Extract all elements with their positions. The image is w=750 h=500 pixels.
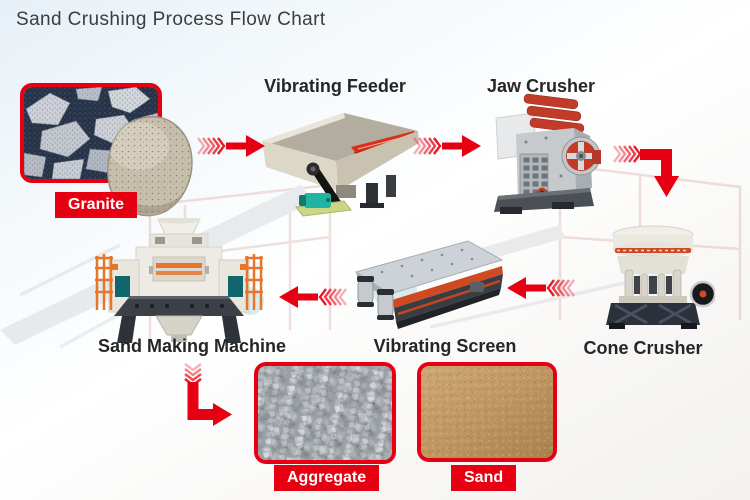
vibrating-feeder-illustration [262, 113, 419, 217]
granite-tag: Granite [55, 192, 138, 218]
aggregate-tag: Aggregate [274, 465, 380, 491]
sand-making-machine-illustration [95, 216, 263, 343]
granite-rock-image [103, 114, 195, 220]
sand-tag: Sand [451, 465, 517, 491]
aggregate-photo [254, 362, 396, 464]
sand-making-machine-image [92, 216, 267, 346]
arrow-sand-making-machine-to-products [177, 362, 233, 432]
jaw-crusher-image [486, 92, 606, 218]
sand-texture-image [421, 366, 553, 458]
arrow-feeder-to-jaw-crusher [412, 132, 482, 160]
jaw-crusher-illustration [494, 93, 601, 214]
arrow-screen-to-sand-making-machine [278, 283, 348, 311]
sand-making-machine-label: Sand Making Machine [97, 336, 287, 356]
vibrating-screen-image [352, 234, 510, 334]
arrow-granite-to-feeder [196, 132, 266, 160]
page-title: Sand Crushing Process Flow Chart [16, 9, 326, 30]
cone-crusher-label: Cone Crusher [583, 338, 703, 358]
corner-down-arrow-icon [613, 145, 679, 197]
right-arrow-icon [413, 135, 481, 157]
sand-photo [417, 362, 557, 462]
cone-crusher-image [603, 220, 717, 335]
vibrating-feeder-image [248, 97, 423, 217]
aggregate-texture-image [258, 366, 392, 460]
left-arrow-icon [507, 277, 575, 299]
vibrating-screen-label: Vibrating Screen [373, 336, 517, 356]
granite-boulder-icon [107, 116, 193, 217]
left-arrow-icon [279, 286, 347, 308]
right-arrow-icon [197, 135, 265, 157]
jaw-crusher-label: Jaw Crusher [486, 76, 596, 96]
vibrating-feeder-label: Vibrating Feeder [264, 76, 406, 96]
arrow-jaw-crusher-to-cone-crusher [612, 140, 687, 198]
arrow-cone-crusher-to-screen [506, 274, 576, 302]
cone-crusher-illustration [606, 225, 717, 329]
vibrating-screen-illustration [354, 240, 504, 329]
corner-right-arrow-icon [184, 363, 232, 426]
